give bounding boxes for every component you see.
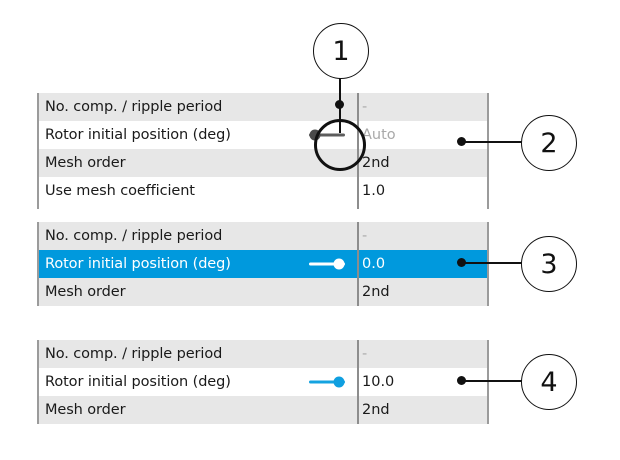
callout-leader-line-4 bbox=[462, 380, 522, 382]
table-row-rotor-initial-position-selected[interactable]: Rotor initial position (deg) 0.0 bbox=[37, 250, 489, 278]
slider-track bbox=[309, 380, 345, 384]
row-value: 2nd bbox=[362, 284, 390, 300]
slider-toggle-on[interactable] bbox=[309, 375, 345, 389]
row-label: Use mesh coefficient bbox=[45, 183, 195, 199]
row-value: - bbox=[362, 346, 368, 362]
row-value: - bbox=[362, 228, 368, 244]
table-row[interactable]: No. comp. / ripple period - bbox=[37, 222, 489, 250]
row-value: 2nd bbox=[362, 155, 390, 171]
row-value-cell[interactable]: 1.0 bbox=[357, 177, 489, 205]
callout-anchor-dot-1 bbox=[335, 100, 344, 109]
row-value: 1.0 bbox=[362, 183, 386, 199]
callout-leader-line-2 bbox=[462, 141, 522, 143]
table-row-clipped[interactable]: Use mesh coefficient 1.0 bbox=[37, 177, 489, 205]
row-label-cell: No. comp. / ripple period bbox=[37, 222, 357, 250]
table-row[interactable]: No. comp. / ripple period - bbox=[37, 93, 489, 121]
callout-leader-line-3 bbox=[462, 262, 522, 264]
row-label: Mesh order bbox=[45, 155, 126, 171]
row-label: No. comp. / ripple period bbox=[45, 99, 223, 115]
row-value-cell[interactable]: 0.0 bbox=[357, 250, 489, 278]
slider-handle[interactable] bbox=[333, 258, 345, 270]
callout-badge-4: 4 bbox=[521, 354, 577, 410]
table-left-border bbox=[37, 222, 39, 306]
callout-number: 4 bbox=[540, 366, 558, 398]
row-label-cell: Mesh order bbox=[37, 396, 357, 424]
callout-number: 1 bbox=[332, 35, 350, 67]
table-row-rotor-initial-position[interactable]: Rotor initial position (deg) 10.0 bbox=[37, 368, 489, 396]
callout-badge-2: 2 bbox=[521, 115, 577, 171]
row-value: - bbox=[362, 99, 368, 115]
callout-badge-1: 1 bbox=[313, 23, 369, 79]
row-label-cell: Rotor initial position (deg) bbox=[37, 250, 357, 278]
callout-number: 3 bbox=[540, 248, 558, 280]
slider-handle[interactable] bbox=[333, 376, 345, 388]
row-label: Rotor initial position (deg) bbox=[45, 256, 231, 272]
callout-number: 2 bbox=[540, 127, 558, 159]
callout-anchor-dot-4 bbox=[457, 376, 466, 385]
property-table-auto[interactable]: No. comp. / ripple period - Rotor initia… bbox=[37, 93, 489, 209]
row-value-cell[interactable]: 10.0 bbox=[357, 368, 489, 396]
callout-badge-3: 3 bbox=[521, 236, 577, 292]
row-value: 10.0 bbox=[362, 374, 395, 390]
row-value: 2nd bbox=[362, 402, 390, 418]
row-label-cell: Rotor initial position (deg) bbox=[37, 368, 357, 396]
row-label: Rotor initial position (deg) bbox=[45, 127, 231, 143]
row-value-cell[interactable]: 2nd bbox=[357, 149, 489, 177]
row-label: Mesh order bbox=[45, 284, 126, 300]
slider-toggle-on-selected[interactable] bbox=[309, 257, 345, 271]
row-value-cell[interactable]: - bbox=[357, 93, 489, 121]
property-table-ten[interactable]: No. comp. / ripple period - Rotor initia… bbox=[37, 340, 489, 424]
callout-anchor-dot-2 bbox=[457, 137, 466, 146]
table-row[interactable]: Mesh order 2nd bbox=[37, 149, 489, 177]
callout-anchor-dot-3 bbox=[457, 258, 466, 267]
row-label: Rotor initial position (deg) bbox=[45, 374, 231, 390]
table-row-rotor-initial-position[interactable]: Rotor initial position (deg) Auto bbox=[37, 121, 489, 149]
row-label-cell: Use mesh coefficient bbox=[37, 177, 357, 205]
row-value: 0.0 bbox=[362, 256, 386, 272]
table-row[interactable]: Mesh order 2nd bbox=[37, 278, 489, 306]
callout-highlight-ring-1 bbox=[314, 119, 366, 171]
table-row[interactable]: Mesh order 2nd bbox=[37, 396, 489, 424]
row-label-cell: Rotor initial position (deg) bbox=[37, 121, 357, 149]
table-right-border bbox=[487, 340, 489, 424]
row-label-cell: No. comp. / ripple period bbox=[37, 340, 357, 368]
row-label-cell: Mesh order bbox=[37, 278, 357, 306]
table-right-border bbox=[487, 222, 489, 306]
row-value-cell[interactable]: 2nd bbox=[357, 278, 489, 306]
row-label: No. comp. / ripple period bbox=[45, 346, 223, 362]
row-value-cell[interactable]: - bbox=[357, 222, 489, 250]
slider-track bbox=[309, 262, 345, 266]
row-value-cell[interactable]: - bbox=[357, 340, 489, 368]
table-left-border bbox=[37, 340, 39, 424]
row-label-cell: Mesh order bbox=[37, 149, 357, 177]
property-table-zero[interactable]: No. comp. / ripple period - Rotor initia… bbox=[37, 222, 489, 306]
row-label: No. comp. / ripple period bbox=[45, 228, 223, 244]
table-left-border bbox=[37, 93, 39, 209]
row-value-cell[interactable]: Auto bbox=[357, 121, 489, 149]
table-column-divider[interactable] bbox=[357, 340, 359, 424]
row-label-cell: No. comp. / ripple period bbox=[37, 93, 357, 121]
row-label: Mesh order bbox=[45, 402, 126, 418]
table-right-border bbox=[487, 93, 489, 209]
row-value-cell[interactable]: 2nd bbox=[357, 396, 489, 424]
table-row[interactable]: No. comp. / ripple period - bbox=[37, 340, 489, 368]
row-value: Auto bbox=[362, 127, 396, 143]
table-column-divider[interactable] bbox=[357, 222, 359, 306]
